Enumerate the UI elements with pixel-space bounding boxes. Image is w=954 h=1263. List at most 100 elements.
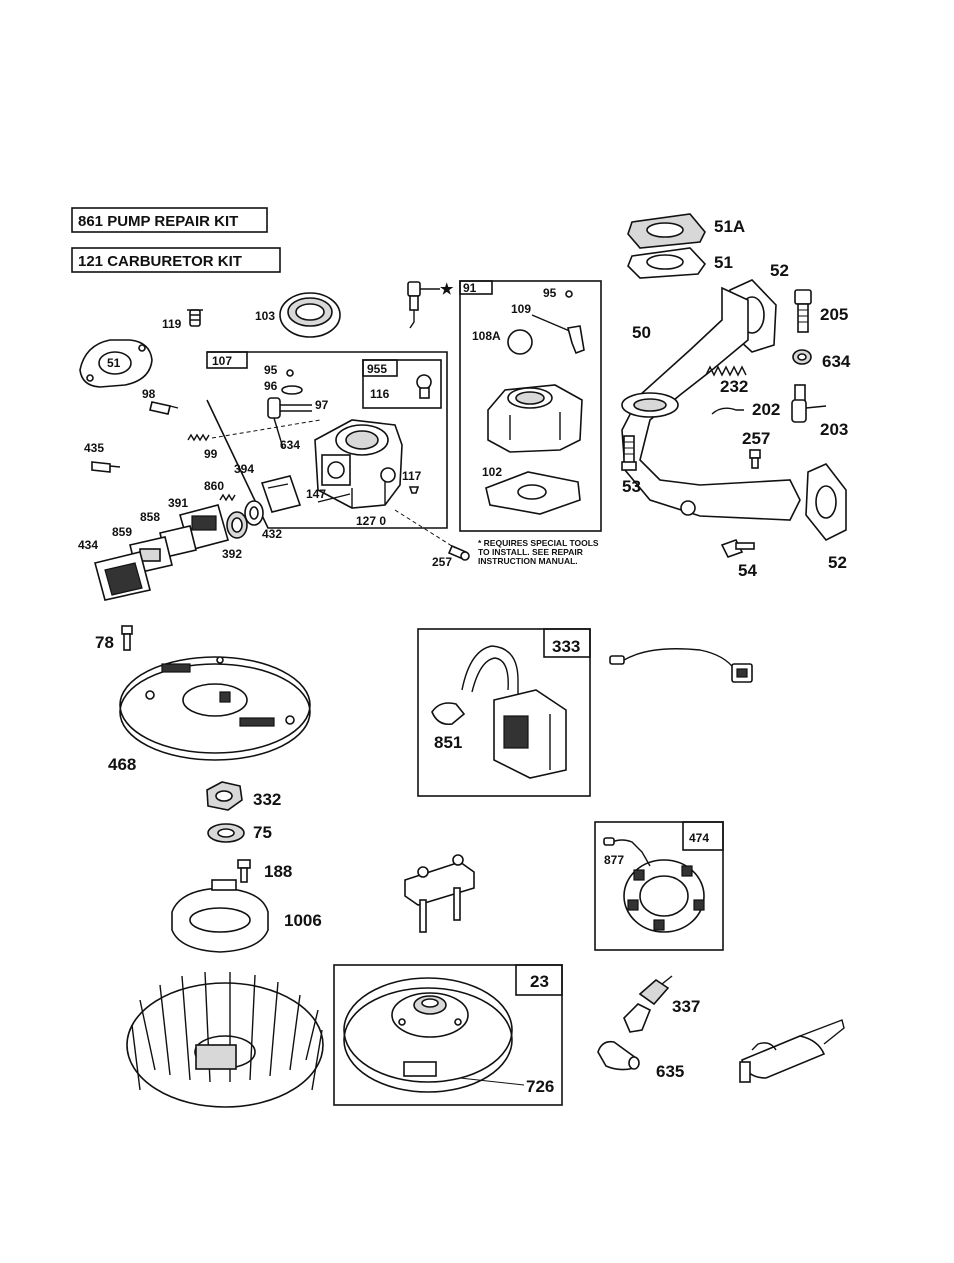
- label-203: 203: [820, 420, 848, 439]
- cover-434: [94, 551, 151, 601]
- label-726: 726: [526, 1077, 554, 1096]
- box-23-label: 23: [530, 972, 549, 991]
- plate-394: [260, 475, 302, 513]
- label-257-c: 257: [432, 555, 452, 569]
- label-435: 435: [84, 441, 104, 455]
- box-91: 91: [459, 280, 602, 532]
- box-955-label: 955: [367, 362, 387, 376]
- gasket-52-bottom: [805, 463, 847, 542]
- spring-99: [187, 433, 210, 442]
- gasket-51A: [627, 213, 706, 249]
- part-96: [281, 385, 303, 395]
- box-955: 955 116: [362, 359, 442, 409]
- flywheel: [343, 977, 513, 1093]
- label-117: 117: [402, 469, 422, 483]
- label-391: 391: [168, 496, 188, 510]
- blower-fan: [126, 971, 324, 1108]
- label-392: 392: [222, 547, 242, 561]
- box-474: 474: [594, 821, 724, 951]
- special-tools-note: * REQUIRES SPECIAL TOOLS TO INSTALL. SEE…: [478, 538, 599, 566]
- screen-1006: [171, 879, 269, 953]
- pump-body: [487, 384, 583, 453]
- box-91-label: 91: [463, 281, 477, 295]
- label-1006: 1006: [284, 911, 322, 930]
- ignition-module: [461, 645, 567, 779]
- label-877: 877: [604, 853, 624, 867]
- screw-78: [121, 625, 133, 651]
- leader-726: [459, 1077, 525, 1086]
- label-95-b: 95: [543, 286, 557, 300]
- note-line-3: INSTRUCTION MANUAL.: [478, 556, 578, 566]
- label-205: 205: [820, 305, 848, 324]
- leader-99: [211, 419, 321, 439]
- label-51-gasket: 51: [107, 356, 121, 370]
- star-marker: ★: [440, 281, 454, 298]
- label-202: 202: [752, 400, 780, 419]
- backplate-468: [119, 656, 311, 761]
- label-860: 860: [204, 479, 224, 493]
- label-634-r: 634: [822, 352, 851, 371]
- label-634-c: 634: [280, 438, 300, 452]
- label-859: 859: [112, 525, 132, 539]
- label-434: 434: [78, 538, 98, 552]
- label-337: 337: [672, 997, 700, 1016]
- wire-harness: [609, 648, 753, 683]
- box-333-label: 333: [552, 637, 580, 656]
- washer-75: [207, 823, 245, 843]
- box-107: 107: [206, 351, 448, 529]
- label-52-bottom: 52: [828, 553, 847, 572]
- label-332: 332: [253, 790, 281, 809]
- screw-147: [317, 493, 351, 503]
- spark-plug-337: [623, 975, 673, 1033]
- muffler: [739, 1019, 845, 1083]
- part-95-a: [286, 369, 294, 377]
- box-333: 333: [417, 628, 591, 797]
- plug-wire-851: [431, 702, 466, 726]
- screw-257-r: [749, 449, 761, 469]
- gasket-51-top: [627, 247, 707, 279]
- label-851: 851: [434, 733, 462, 752]
- screw-435: [91, 461, 121, 473]
- label-97: 97: [315, 398, 329, 412]
- label-54: 54: [738, 561, 757, 580]
- label-432: 432: [262, 527, 282, 541]
- pump-repair-kit-title: 861 PUMP REPAIR KIT: [78, 213, 238, 230]
- screw-188: [237, 859, 251, 883]
- ring-432: [244, 500, 264, 526]
- carburetor-body: [314, 419, 403, 509]
- carburetor-kit-header: 121 CARBURETOR KIT: [71, 247, 281, 273]
- label-51-top: 51: [714, 253, 733, 272]
- needle-valve: ★: [407, 281, 454, 329]
- screw-119: [187, 309, 203, 327]
- pump-repair-kit-header: 861 PUMP REPAIR KIT: [71, 207, 268, 233]
- spring-232: [705, 365, 747, 377]
- screw-205: [794, 289, 812, 333]
- box-107-label: 107: [212, 354, 232, 368]
- label-103: 103: [255, 309, 275, 323]
- label-147: 147: [306, 487, 326, 501]
- label-108A: 108A: [472, 329, 501, 343]
- label-50: 50: [632, 323, 651, 342]
- label-858: 858: [140, 510, 160, 524]
- label-102: 102: [482, 465, 502, 479]
- washer-634-r: [792, 349, 812, 365]
- label-635: 635: [656, 1062, 684, 1081]
- mounting-bracket: [404, 854, 475, 933]
- lever-203: [791, 384, 827, 423]
- label-232: 232: [720, 377, 748, 396]
- label-127-0: 127 0: [356, 514, 386, 528]
- label-188: 188: [264, 862, 292, 881]
- throttle-shaft-97: [267, 397, 312, 449]
- label-51A: 51A: [714, 217, 745, 236]
- label-52-top: 52: [770, 261, 789, 280]
- spring-860: [219, 493, 236, 502]
- air-filter-103: [279, 292, 341, 338]
- label-78: 78: [95, 633, 114, 652]
- label-394: 394: [234, 462, 254, 476]
- link-202: [711, 407, 744, 415]
- label-95-a: 95: [264, 363, 278, 377]
- label-468: 468: [108, 755, 136, 774]
- note-line-1: * REQUIRES SPECIAL TOOLS: [478, 538, 599, 548]
- label-75: 75: [253, 823, 272, 842]
